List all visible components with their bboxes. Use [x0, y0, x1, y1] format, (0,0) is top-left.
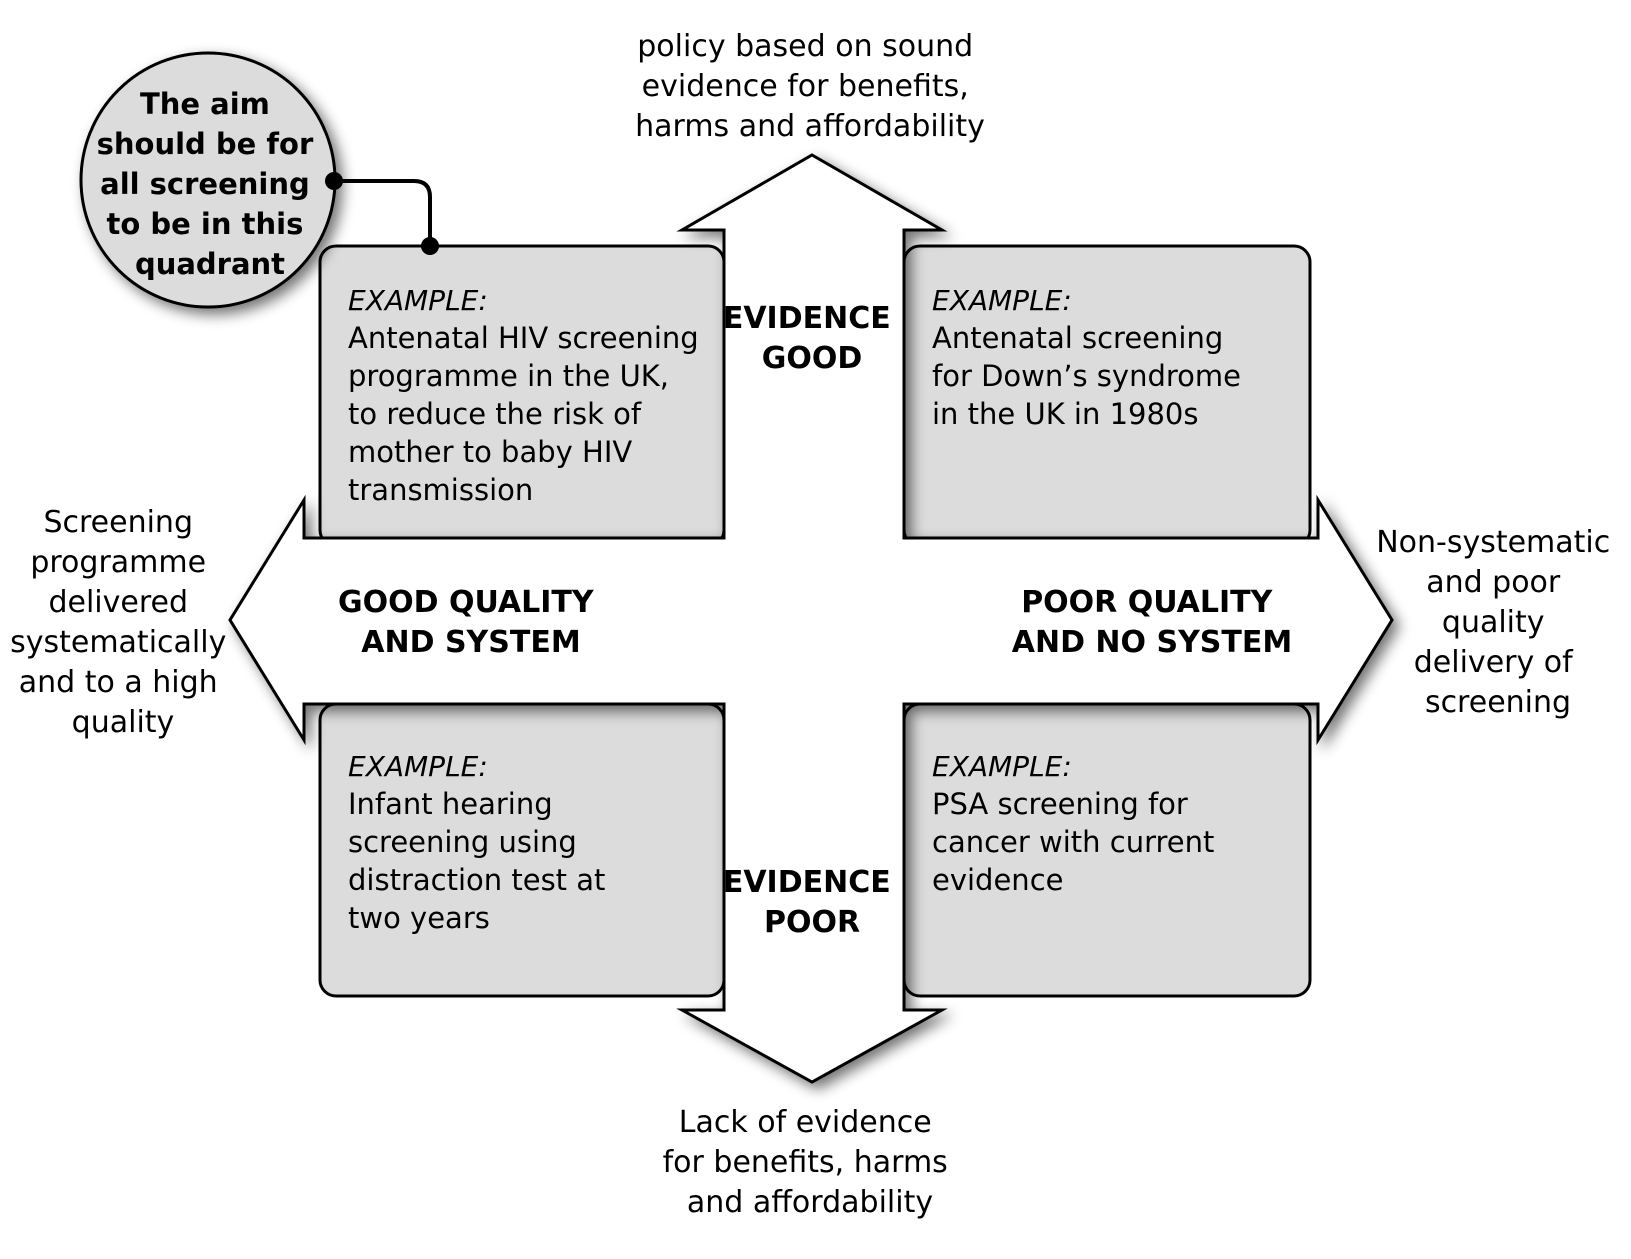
quadrant-bottom-left-text: EXAMPLE: Infant hearing screening using … — [348, 749, 615, 935]
callout-text: The aim should be for all screening to b… — [97, 87, 324, 281]
poor-quality-label: POOR QUALITY AND NO SYSTEM — [1012, 585, 1292, 660]
quadrant-top-right-text: EXAMPLE: Antenatal screening for Down’s … — [932, 283, 1250, 431]
callout-line: quadrant — [135, 247, 285, 281]
top-outer-text: policy based on sound evidence for benef… — [635, 29, 985, 144]
example-heading: EXAMPLE: — [932, 750, 1072, 783]
evidence-poor-label: EVIDENCE POOR — [723, 865, 901, 940]
cross-arrows — [228, 153, 1394, 1084]
example-heading: EXAMPLE: — [932, 284, 1072, 317]
quadrant-top-left-text: EXAMPLE: Antenatal HIV screening program… — [348, 283, 708, 507]
connector-dot-start — [325, 172, 343, 190]
quadrant-bottom-right-text: EXAMPLE: PSA screening for cancer with c… — [932, 749, 1224, 897]
example-heading: EXAMPLE: — [348, 750, 488, 783]
callout-line: all screening — [100, 167, 310, 201]
callout-connector — [334, 179, 432, 246]
good-quality-label: GOOD QUALITY AND SYSTEM — [338, 585, 604, 660]
callout-line: should be for — [97, 127, 314, 161]
example-heading: EXAMPLE: — [348, 284, 488, 317]
right-outer-text: Non-systematic and poor quality delivery… — [1376, 525, 1620, 720]
left-outer-text: Screening programme delivered systematic… — [10, 505, 236, 740]
bottom-outer-text: Lack of evidence for benefits, harms and… — [663, 1105, 958, 1220]
connector-dot-end — [421, 237, 439, 255]
callout-line: The aim — [140, 87, 270, 121]
evidence-good-label: EVIDENCE GOOD — [723, 301, 901, 376]
callout-line: to be in this — [107, 207, 304, 241]
